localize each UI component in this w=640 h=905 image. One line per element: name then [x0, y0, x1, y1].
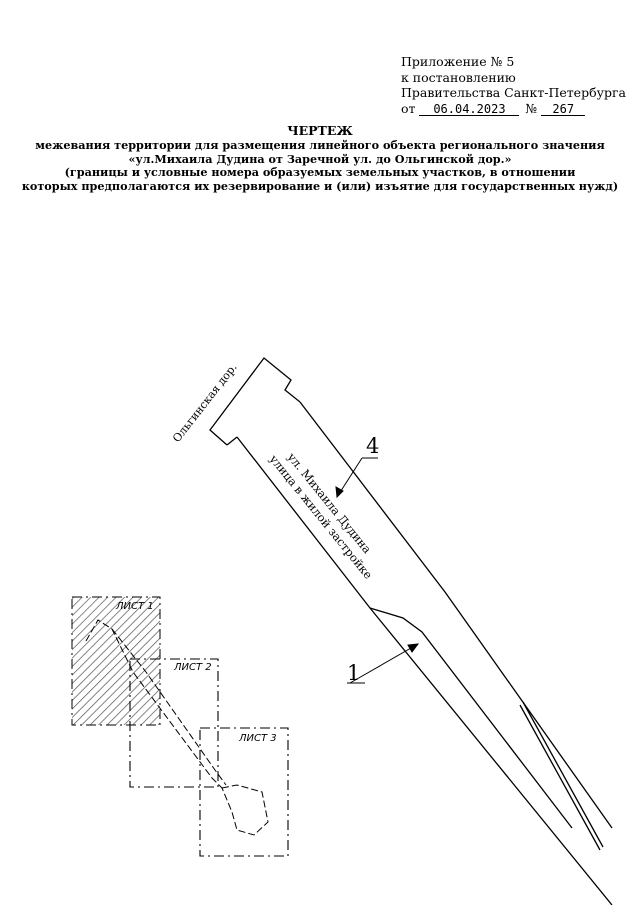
mini-street: [85, 619, 269, 836]
leader-1: [349, 643, 419, 684]
street-label-name: ул. Михаила Дудина: [285, 450, 375, 556]
corridor-top-end: [209, 357, 301, 446]
title-line-4: которых предполагаются их резервирование…: [21, 178, 619, 193]
appendix-block: Приложение № 5 к постановлению Правитель…: [401, 54, 631, 116]
decree-number: 267: [541, 103, 586, 116]
secondary-edge: [519, 704, 601, 851]
decree-date: 06.04.2023: [419, 103, 520, 116]
sheet-2-area: [129, 658, 219, 788]
title-line-1: межевания территории для размещения лине…: [35, 138, 605, 153]
street-corridor: [209, 357, 613, 905]
street-label-type: улица в жилой застройке: [267, 452, 376, 582]
date-prefix: от: [401, 100, 416, 116]
sheet-1-label: ЛИСТ 1: [115, 601, 154, 612]
corridor-left-boundary: [236, 436, 613, 905]
sheet-index: ЛИСТ 1 ЛИСТ 2 ЛИСТ 3: [71, 596, 289, 857]
appendix-line-3: Правительства Санкт-Петербурга: [401, 85, 626, 100]
mini-street-left: [85, 619, 223, 789]
sheet-3-area: [199, 727, 289, 857]
appendix-date-line: от 06.04.2023 № 267: [401, 101, 631, 117]
corridor-right-boundary: [299, 401, 613, 829]
corridor-left-edge: [226, 436, 238, 446]
road-label: Ольгинская дор.: [170, 361, 240, 445]
sheet-1-area: [71, 596, 161, 726]
sheet-2-label: ЛИСТ 2: [173, 662, 212, 673]
title-line-2: «ул.Михаила Дудина от Заречной ул. до Ол…: [128, 151, 512, 166]
parcel-divider: [369, 607, 573, 829]
sheet-3-label: ЛИСТ 3: [238, 733, 277, 744]
parcel-number-4: 4: [366, 434, 379, 458]
leader-1-arrow: [407, 643, 420, 653]
appendix-line-2: к постановлению: [401, 69, 516, 85]
leader-4-arrow: [335, 486, 344, 499]
parcel-number-1: 1: [347, 661, 360, 685]
mini-street-end: [221, 784, 269, 836]
number-prefix: №: [525, 100, 538, 116]
secondary-edge-2: [522, 701, 604, 848]
leaders: [335, 457, 420, 684]
title-block: ЧЕРТЕЖ межевания территории для размещен…: [0, 124, 640, 193]
drawing-title: ЧЕРТЕЖ: [287, 123, 353, 138]
appendix-line-1: Приложение № 5: [401, 54, 515, 69]
title-line-3: (границы и условные номера образуемых зе…: [64, 165, 576, 180]
mini-street-right: [111, 628, 227, 786]
